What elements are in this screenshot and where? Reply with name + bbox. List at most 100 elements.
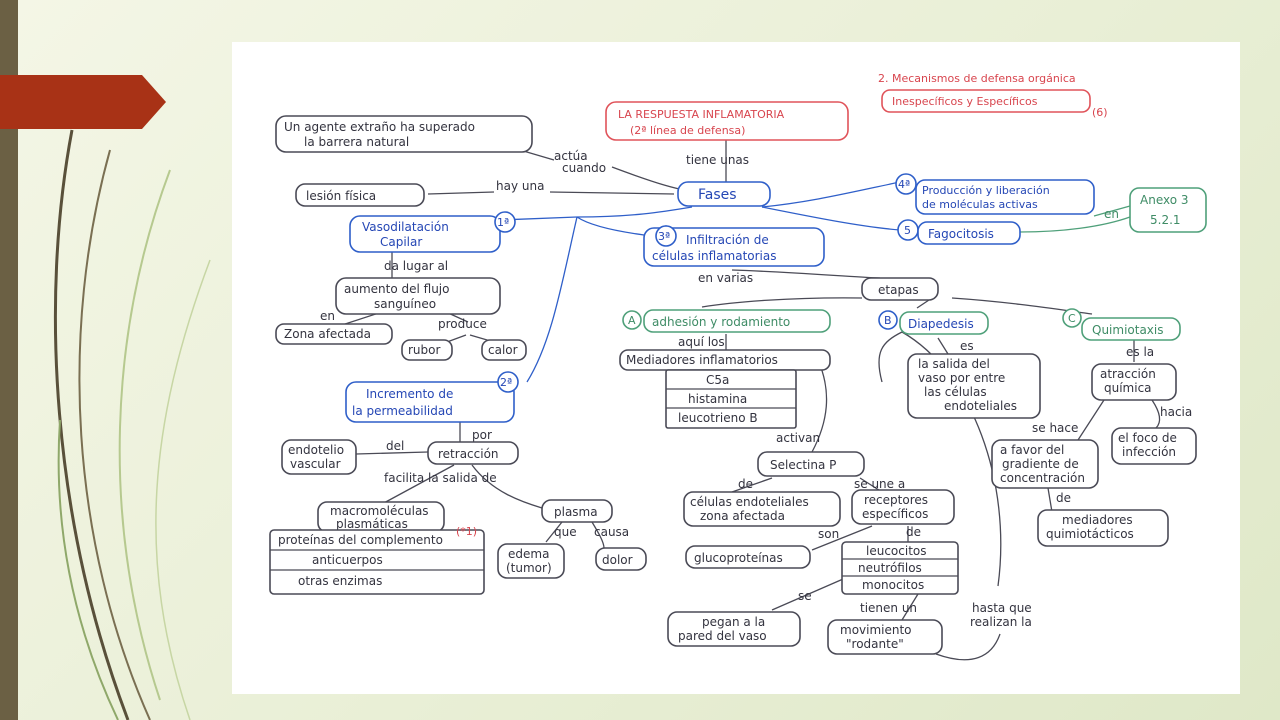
- glucoproteinas-text: glucoproteínas: [694, 551, 783, 565]
- conn-es-la: es la: [1126, 345, 1154, 359]
- phase4-line2: de moléculas activas: [922, 198, 1038, 211]
- agent-line1: Un agente extraño ha superado: [284, 120, 475, 134]
- selectina-text: Selectina P: [770, 458, 836, 472]
- conn-tienen-un: tienen un: [860, 601, 917, 615]
- celulas-line2: zona afectada: [700, 509, 785, 523]
- conn-actua: actúa: [554, 149, 588, 163]
- foco-box: [1111, 427, 1197, 465]
- calor-text: calor: [488, 343, 518, 357]
- celulas-box: [683, 491, 841, 527]
- a-badge: [622, 310, 642, 330]
- page-ref: (6): [1092, 106, 1108, 119]
- phase3-line2: células inflamatorias: [652, 249, 777, 263]
- edge-leucocitos-pegan: [771, 575, 851, 611]
- edge-etapas-a: [701, 297, 863, 308]
- phase3-line1: Infiltración de: [686, 233, 769, 247]
- phase5-num: 5: [904, 224, 911, 237]
- conn-en-phase1: en: [320, 309, 335, 323]
- edge-b-salida: [937, 337, 949, 355]
- rubor-box: [401, 339, 453, 361]
- movimiento-line2: "rodante": [846, 637, 904, 651]
- calor-box: [481, 339, 527, 361]
- zona-box: [275, 323, 393, 345]
- salida-box: [907, 353, 1041, 419]
- c-badge: [1062, 308, 1082, 328]
- edge-phase4-anexo: [1093, 205, 1131, 217]
- pegan-line1: pegan a la: [702, 615, 765, 629]
- macro-list-box: [269, 529, 485, 595]
- c-label: Quimiotaxis: [1092, 323, 1164, 337]
- atraccion-line1: atracción: [1100, 367, 1156, 381]
- edge-hayuna-lesion: [427, 191, 495, 195]
- conn-se: se: [798, 589, 812, 603]
- leucocitos-box: [841, 541, 959, 595]
- conn-en-anexo: en: [1104, 207, 1119, 221]
- left-accent-bar: [0, 0, 18, 720]
- quimio-box: [1037, 509, 1169, 547]
- agent-line2: la barrera natural: [304, 135, 409, 149]
- anexo-line2: 5.2.1: [1150, 213, 1181, 227]
- swoosh-5: [155, 259, 211, 720]
- conn-son: son: [818, 527, 839, 541]
- edge-fases-phase4: [761, 181, 901, 208]
- quimio-line2: quimiotácticos: [1046, 527, 1134, 541]
- phase2-num: 2ª: [500, 376, 512, 389]
- favor-line3: concentración: [1000, 471, 1085, 485]
- anexo-box: [1129, 187, 1207, 233]
- pegan-box: [667, 611, 801, 647]
- mediador-item-2: histamina: [688, 392, 747, 406]
- aumento-line1: aumento del flujo: [344, 282, 450, 296]
- lesion-box: [295, 183, 425, 207]
- edge-phase5-anexo: [1019, 216, 1131, 233]
- b-label: Diapedesis: [908, 317, 974, 331]
- glucoproteinas-box: [685, 545, 811, 569]
- edema-line2: (tumor): [506, 561, 552, 575]
- leucocito-item-1: leucocitos: [866, 544, 927, 558]
- swoosh-3: [57, 419, 119, 720]
- central-line1: LA RESPUESTA INFLAMATORIA: [618, 108, 785, 121]
- b-letter: B: [884, 314, 892, 327]
- edge-receptores-glucoproteinas: [811, 525, 873, 551]
- conn-facilita: facilita la salida de: [384, 471, 497, 485]
- macro-line1: macromoléculas: [330, 504, 429, 518]
- phase2-line1: Incremento de: [366, 387, 453, 401]
- favor-box: [991, 439, 1099, 489]
- hasta-line2: realizan la: [970, 615, 1032, 629]
- edge-plasma-dolor: [591, 521, 605, 549]
- foco-line2: infección: [1122, 445, 1176, 459]
- etapas-box: [861, 277, 939, 301]
- aumento-line2: sanguíneo: [374, 297, 436, 311]
- edge-retraccion-macro: [381, 464, 455, 505]
- conn-hacia: hacia: [1160, 405, 1192, 419]
- rubor-text: rubor: [408, 343, 440, 357]
- plasma-text: plasma: [554, 505, 598, 519]
- aumento-box: [335, 277, 501, 315]
- swoosh-2: [78, 149, 151, 720]
- hasta-line1: hasta que: [972, 601, 1032, 615]
- conn-es: es: [960, 339, 974, 353]
- etapas-text: etapas: [878, 283, 919, 297]
- macro-list-item-2: anticuerpos: [312, 553, 383, 567]
- mediador-item-3: leucotrieno B: [678, 411, 758, 425]
- c-box: [1081, 317, 1181, 341]
- conn-que: que: [554, 525, 577, 539]
- macro-list-item-1: proteínas del complemento: [278, 533, 443, 547]
- edema-box: [497, 543, 565, 579]
- conn-se-une-a: se une a: [854, 477, 905, 491]
- phase5-box: [917, 221, 1021, 245]
- conn-tiene-unas: tiene unas: [686, 153, 749, 167]
- favor-line1: a favor del: [1000, 443, 1064, 457]
- conn-por: por: [472, 428, 492, 442]
- swoosh-1: [53, 129, 130, 720]
- conn-da-lugar: da lugar al: [384, 259, 448, 273]
- edge-retraccion-endotelio: [355, 451, 429, 455]
- endotelio-box: [281, 439, 357, 475]
- phase3-box: [643, 227, 825, 267]
- conn-de-leucocitos: de: [906, 525, 921, 539]
- edge-phase3-etapas: [731, 269, 881, 279]
- selectina-box: [757, 451, 865, 477]
- central-concept-box: [605, 101, 849, 141]
- a-letter: A: [628, 314, 636, 327]
- phase2-line2: la permeabilidad: [352, 404, 453, 418]
- plasma-box: [541, 499, 613, 523]
